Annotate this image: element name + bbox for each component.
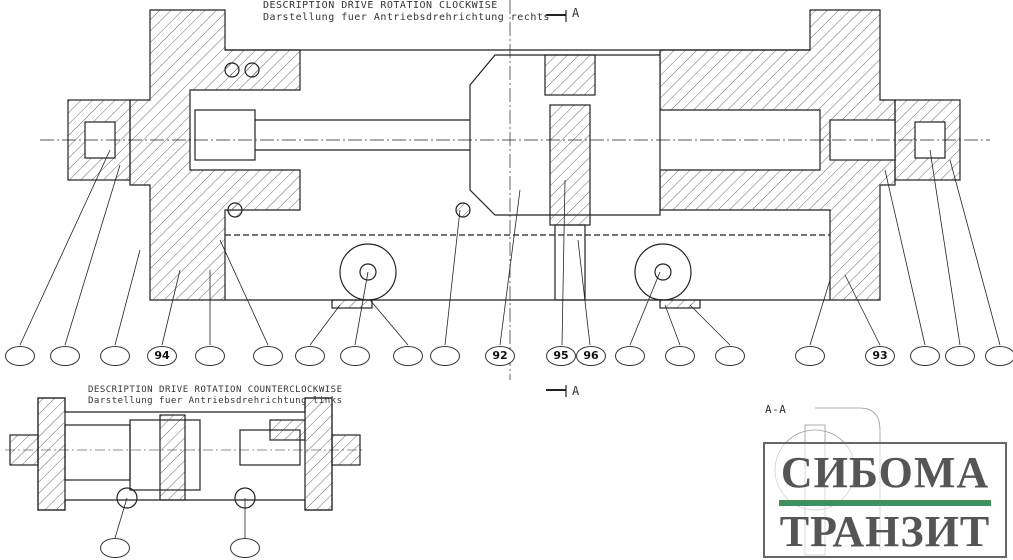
cw-view-title: DESCRIPTION DRIVE ROTATION CLOCKWISE [263, 0, 498, 11]
part-balloon [945, 346, 975, 366]
part-balloon-96: 96 [576, 346, 606, 366]
part-balloon [295, 346, 325, 366]
watermark-logo: СИБОМА ТРАНЗИТ [763, 442, 1007, 558]
part-balloon [5, 346, 35, 366]
part-balloon [100, 346, 130, 366]
ccw-view-subtitle: Darstellung fuer Antriebsdrehrichtung li… [88, 396, 343, 406]
part-balloon-95: 95 [546, 346, 576, 366]
part-balloon [615, 346, 645, 366]
part-balloon-92: 92 [485, 346, 515, 366]
part-balloon-small [100, 538, 130, 558]
part-balloon [195, 346, 225, 366]
cw-view-subtitle: Darstellung fuer Antriebsdrehrichtung re… [263, 12, 550, 23]
counterclockwise-view [5, 397, 365, 539]
section-marker-bottom: A [572, 384, 580, 398]
part-balloon [340, 346, 370, 366]
part-balloon [665, 346, 695, 366]
part-balloon-93: 93 [865, 346, 895, 366]
part-balloon [715, 346, 745, 366]
section-marker-top: A [572, 6, 580, 20]
left-shaft [194, 109, 256, 161]
part-balloon [393, 346, 423, 366]
logo-line2: ТРАНЗИТ [779, 507, 991, 556]
part-balloon [985, 346, 1013, 366]
key-part [544, 54, 596, 96]
part-balloon [910, 346, 940, 366]
logo-line1: СИБОМА [780, 448, 990, 497]
logo-accent-bar [779, 500, 991, 506]
ccw-view-title: DESCRIPTION DRIVE ROTATION COUNTERCLOCKW… [88, 385, 343, 395]
part-balloon [253, 346, 283, 366]
part-balloon-small [230, 538, 260, 558]
part-balloon [430, 346, 460, 366]
part-balloon [50, 346, 80, 366]
part-balloon [795, 346, 825, 366]
section-view-label: A-A [765, 403, 787, 416]
part-balloon-94: 94 [147, 346, 177, 366]
